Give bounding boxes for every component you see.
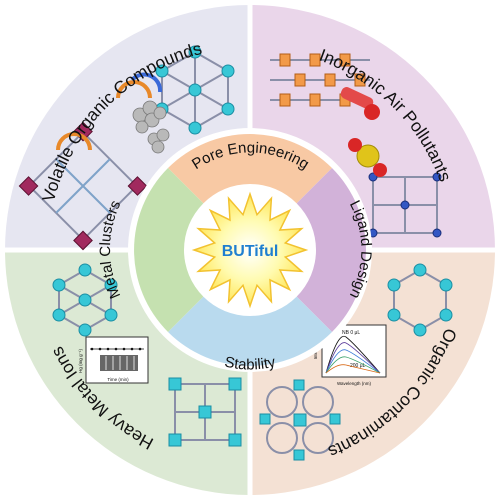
hmi-framework-bottom-icon <box>168 377 242 447</box>
uptake-xlabel: Time (min) <box>107 377 129 382</box>
pipette-icon <box>56 72 163 151</box>
hmi-framework-top-icon <box>52 263 118 337</box>
star-icon <box>191 191 309 309</box>
oc-framework-bottom-icon <box>259 379 341 461</box>
framework-icon <box>18 45 453 461</box>
uptake-inset: Hg (mg g⁻¹) Time (min) <box>78 336 149 384</box>
oc-framework-top-icon <box>387 263 453 337</box>
molecule-icon <box>132 100 170 154</box>
square-framework-icon <box>18 121 148 251</box>
uptake-ylabel: Hg (mg g⁻¹) <box>78 349 83 373</box>
center-star: BUTiful <box>191 191 309 309</box>
so2-molecule-icon <box>348 138 387 177</box>
spectrum-top-label: NB 0 μL <box>342 330 360 336</box>
label-stability: Stability <box>223 353 277 373</box>
no2-molecule-icon <box>340 87 380 120</box>
spectrum-bottom-label: 200 μL <box>350 363 366 369</box>
spectrum-xlabel: Wavelength (nm) <box>337 381 372 386</box>
center-label: BUTiful <box>222 243 279 260</box>
